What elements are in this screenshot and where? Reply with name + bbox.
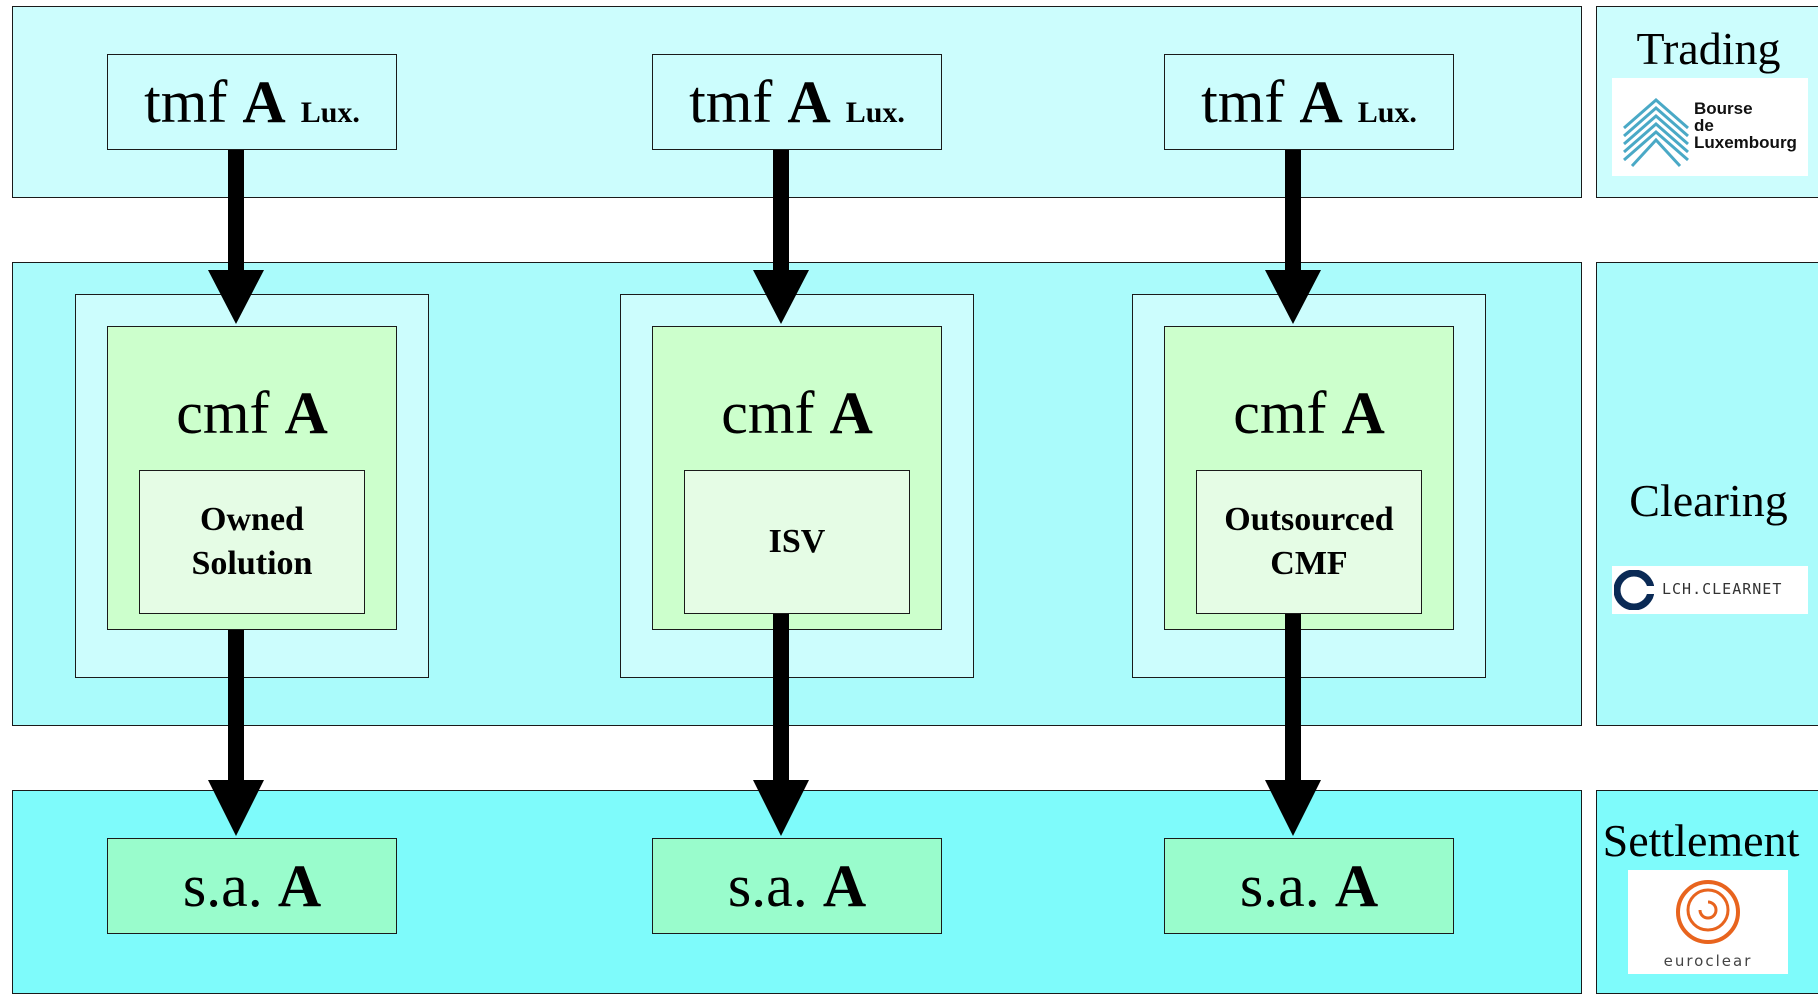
sa-bold-2: A: [822, 852, 867, 919]
tmf-suffix-3: Lux.: [1357, 95, 1417, 129]
sa-text-1: s.a.: [182, 852, 263, 919]
solution-line1-3: Outsourced: [1224, 500, 1394, 538]
cmf-text-3: cmf: [1233, 380, 1327, 446]
tmf-suffix-2: Lux.: [845, 95, 905, 129]
cmf-text-2: cmf: [721, 380, 815, 446]
bourse-logo-line1: Bourse: [1694, 99, 1753, 118]
cmf-bold-3: A: [1341, 380, 1385, 446]
solution-box-2: ISV: [684, 470, 910, 614]
trading-label: Trading: [1636, 23, 1781, 74]
lch-logo-text: LCH.CLEARNET: [1662, 580, 1783, 598]
solution-box-1: Owned Solution: [139, 470, 365, 614]
tmf-bold-2: A: [787, 68, 831, 135]
sa-bold-3: A: [1334, 852, 1379, 919]
solution-line1-2: ISV: [768, 522, 826, 560]
solution-box-3: Outsourced CMF: [1196, 470, 1422, 614]
tmf-bold-3: A: [1299, 68, 1343, 135]
bourse-de-luxembourg-logo: Bourse de Luxembourg: [1612, 78, 1808, 176]
sa-box-1: s.a. A: [107, 838, 397, 934]
cmf-bold-2: A: [829, 380, 873, 446]
sa-text-2: s.a.: [727, 852, 808, 919]
tmf-bold-1: A: [242, 68, 286, 135]
sa-box-2: s.a. A: [652, 838, 942, 934]
bourse-logo-line3: Luxembourg: [1694, 133, 1797, 152]
lch-clearnet-logo: LCH.CLEARNET: [1612, 566, 1808, 614]
solution-line1-1: Owned: [200, 500, 304, 538]
clearing-label: Clearing: [1629, 475, 1788, 526]
bourse-logo-line2: de: [1694, 116, 1714, 135]
tmf-box-1: tmf A Lux.: [107, 54, 397, 150]
cmf-bold-1: A: [284, 380, 328, 446]
cmf-text-1: cmf: [176, 380, 270, 446]
settlement-label: Settlement: [1602, 815, 1800, 866]
tmf-text-2: tmf: [689, 68, 773, 135]
tmf-suffix-1: Lux.: [300, 95, 360, 129]
sa-box-3: s.a. A: [1164, 838, 1454, 934]
euroclear-logo: euroclear: [1628, 870, 1788, 974]
solution-line2-1: Solution: [191, 545, 313, 582]
sa-bold-1: A: [277, 852, 322, 919]
solution-line2-3: CMF: [1270, 545, 1348, 582]
euroclear-logo-text: euroclear: [1663, 952, 1753, 970]
clearing-side-panel: [1596, 262, 1818, 726]
tmf-box-2: tmf A Lux.: [652, 54, 942, 150]
sa-text-3: s.a.: [1239, 852, 1320, 919]
tmf-text-1: tmf: [144, 68, 228, 135]
tmf-box-3: tmf A Lux.: [1164, 54, 1454, 150]
tmf-text-3: tmf: [1201, 68, 1285, 135]
